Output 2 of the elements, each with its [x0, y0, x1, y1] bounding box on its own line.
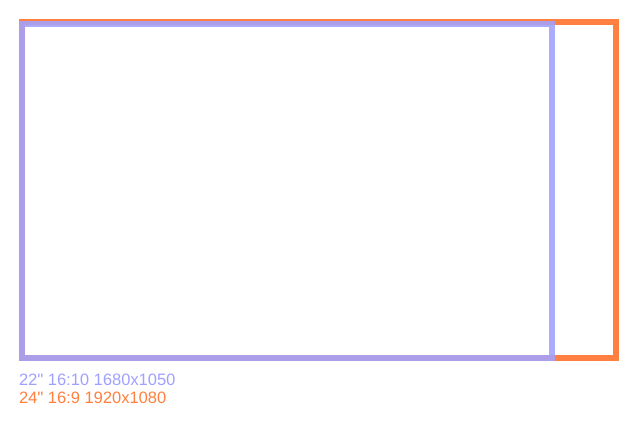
legend-label: 24" 16:9 1920x1080: [19, 389, 166, 407]
legend-label: 22" 16:10 1680x1050: [19, 371, 176, 389]
